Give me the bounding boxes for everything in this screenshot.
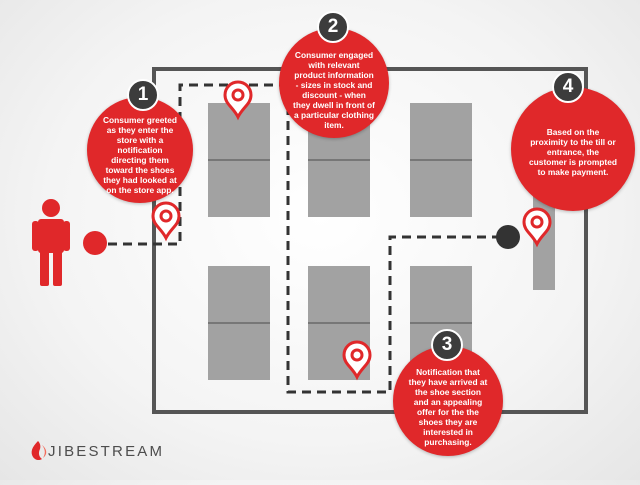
shelf-top-left: [208, 103, 270, 217]
location-pin-icon: [223, 80, 253, 121]
shelf-top-right: [410, 103, 472, 217]
step-2-text: Consumer engaged with relevant product i…: [293, 50, 375, 130]
brand-name: JIBESTREAM: [48, 443, 165, 460]
step-1-text: Consumer greeted as they enter the store…: [103, 115, 177, 195]
person-icon: [32, 199, 70, 286]
step-1-bubble: Consumer greeted as they enter the store…: [87, 97, 193, 203]
step-3-text: Notification that they have arrived at t…: [408, 367, 488, 447]
step-2-number: 2: [327, 16, 339, 37]
step-3-number: 3: [441, 334, 453, 355]
step-4-badge: 4: [552, 71, 584, 103]
step-3-bubble: Notification that they have arrived at t…: [393, 346, 503, 456]
step-2-badge: 2: [317, 11, 349, 43]
shelf-bottom-left: [208, 266, 270, 380]
entry-point: [83, 231, 107, 255]
step-3-badge: 3: [431, 329, 463, 361]
step-2-bubble: Consumer engaged with relevant product i…: [279, 28, 389, 138]
location-pin-icon: [522, 207, 552, 248]
location-pin-icon: [151, 201, 181, 242]
location-pin-icon: [342, 340, 372, 381]
step-4-bubble: Based on the proximity to the till or en…: [511, 87, 635, 211]
till-point: [496, 225, 520, 249]
jibestream-logo-icon: [31, 441, 47, 461]
step-4-number: 4: [562, 76, 574, 97]
step-1-badge: 1: [127, 79, 159, 111]
step-4-text: Based on the proximity to the till or en…: [529, 127, 617, 177]
step-1-number: 1: [137, 84, 149, 105]
